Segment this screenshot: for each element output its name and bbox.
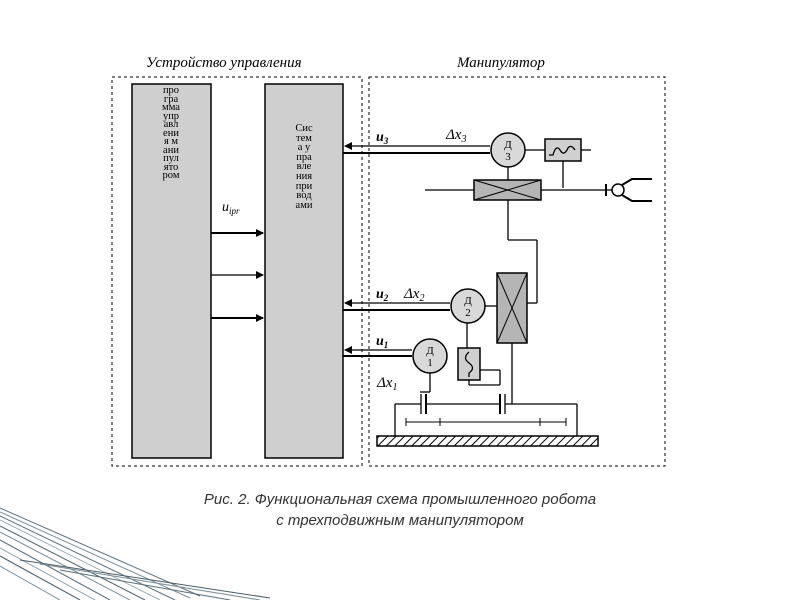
motor-1-letter: Д (426, 345, 434, 357)
control-device-title: Устройство управления (146, 55, 302, 71)
motor-3-num: 3 (505, 151, 511, 163)
motor-3-letter: Д (504, 139, 512, 151)
program-block-label: программа управления манипулятором (162, 85, 180, 181)
base-ground (376, 435, 599, 447)
label-u3: u3 (376, 130, 389, 146)
label-dx2: Δx2 (403, 286, 424, 304)
label-u2: u2 (376, 287, 389, 303)
drive-control-block (264, 83, 344, 459)
label-u1: u1 (376, 334, 388, 350)
figure-caption-line2: с трехподвижным манипулятором (276, 512, 524, 529)
motor-2-num: 2 (465, 307, 471, 319)
sensor-3 (544, 138, 582, 162)
gripper (605, 178, 652, 202)
drive-block-label: Система управления приводами (295, 123, 313, 211)
motor-1-num: 1 (427, 357, 433, 369)
label-uipr: uipr (222, 200, 240, 216)
program-block (131, 83, 212, 459)
control-device-frame (111, 76, 363, 467)
manipulator-title: Манипулятор (457, 55, 545, 71)
motor-2-letter: Д (464, 295, 472, 307)
label-dx1: Δx1 (376, 375, 397, 393)
label-dx3: Δx3 (445, 127, 466, 145)
figure-caption-line1: Рис. 2. Функциональная схема промышленно… (203, 491, 597, 508)
